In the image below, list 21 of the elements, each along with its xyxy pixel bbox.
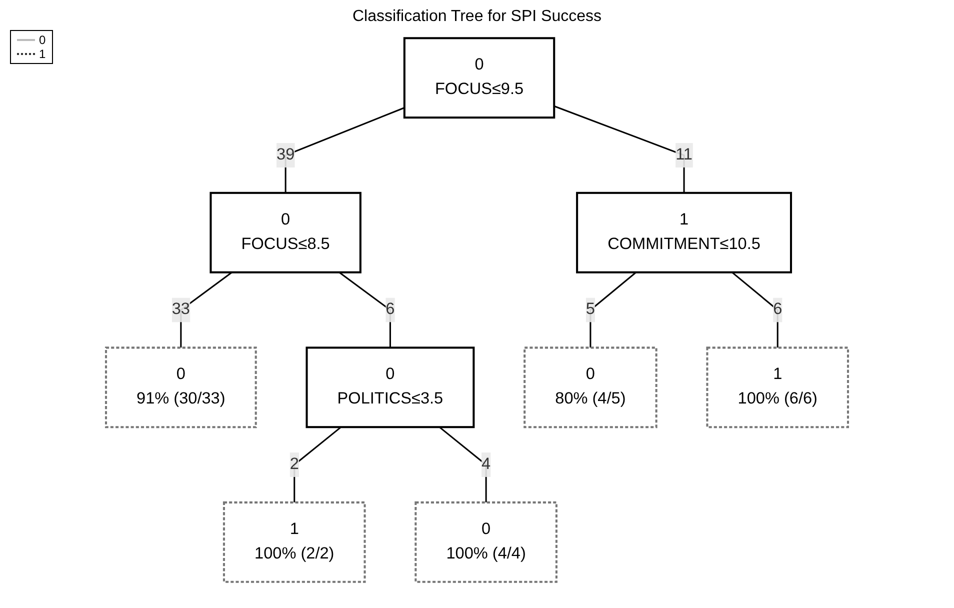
legend-label: 1 — [39, 47, 46, 61]
edge-label: 6 — [386, 300, 395, 318]
edge-label: 2 — [290, 456, 299, 473]
legend-label: 0 — [39, 33, 46, 47]
edge-label: 4 — [482, 456, 491, 473]
edge-label: 6 — [773, 300, 782, 318]
node-box: 0 91% (30/33) — [104, 346, 257, 428]
node-box: 0 80% (4/5) — [524, 346, 658, 428]
connector — [554, 105, 685, 193]
edge-label: 33 — [172, 300, 190, 318]
node-box: 0 FOCUS≤9.5 — [403, 37, 556, 119]
node-box: 1 100% (2/2) — [222, 501, 366, 583]
edge-label: 11 — [676, 146, 692, 164]
node-box: 1 100% (6/6) — [706, 346, 850, 428]
node-box: 0 POLITICS≤3.5 — [306, 346, 475, 428]
node-box: 0 FOCUS≤8.5 — [210, 192, 362, 274]
edge-label: 5 — [586, 300, 595, 318]
node-box: 0 100% (4/4) — [414, 501, 558, 583]
edge-label: 39 — [276, 146, 295, 164]
diagram-title: Classification Tree for SPI Success — [352, 8, 602, 26]
node-box: 1 COMMITMENT≤10.5 — [576, 192, 792, 274]
